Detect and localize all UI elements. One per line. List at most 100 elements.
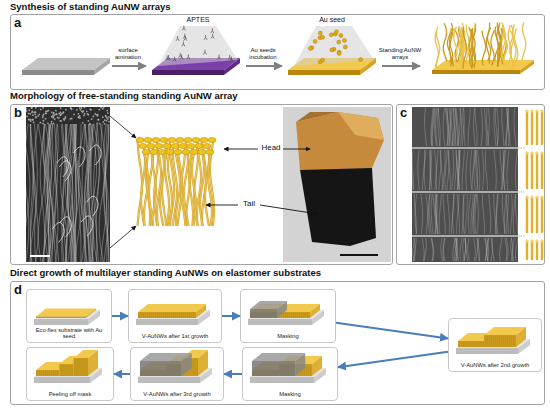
sem-texture [45,112,47,114]
gold-film [338,112,384,140]
nanowire-texture [305,313,306,318]
sem-texture [476,150,478,190]
sem-texture [439,194,441,234]
connector-layer [222,316,240,317]
sem-texture [463,108,465,146]
sem-texture [463,194,465,234]
sem-texture [60,120,62,122]
sem-texture [454,108,456,146]
aptes-molecule [204,35,207,40]
sem-texture [436,150,438,190]
sem-texture [29,113,31,115]
nanowire-head [540,109,543,112]
sem-texture [429,194,431,234]
sem-texture [91,124,93,262]
nanowire-segment [541,241,543,259]
sem-texture [459,150,461,190]
nanowire-head [192,137,200,142]
sem-texture [432,238,434,261]
nanowire-texture [80,359,81,376]
nanowire-texture [177,313,178,318]
slab-side [88,350,98,376]
aptes-molecule [182,42,185,47]
nanowire-head [163,143,171,148]
sem-texture [45,118,47,120]
process-step: Masking [242,347,338,401]
nanowire [497,23,501,67]
nanowire-texture [189,313,190,318]
sem-texture [485,238,487,261]
section-heading: Morphology of free-standing standing AuN… [10,91,510,102]
dashed-leader [518,148,525,149]
nanowire-head [171,143,179,148]
nanowire-texture [153,313,154,318]
nanowire [454,27,457,64]
sem-texture [98,109,100,111]
aptes-molecule [173,57,176,62]
sem-texture [32,114,34,116]
sem-texture [106,110,108,112]
slab-front [140,361,182,376]
process-step: Eco-flex substrate with Au seed [26,289,112,343]
panel-box: dEco-flex substrate with Au seedV-AuNWs … [10,281,545,405]
sem-texture [52,117,54,119]
sem-texture [44,124,49,262]
section-heading: Synthesis of standing AuNW arrays [10,2,510,13]
nanowire-texture [149,313,150,318]
aptes-molecule [176,36,179,41]
slab-side [182,353,192,376]
sem-texture [516,194,518,234]
sem-texture [35,107,37,109]
sem-texture [28,119,30,121]
nanowire-segment [526,197,528,232]
nanowire-tail [192,152,196,226]
nanowire-texture [303,313,304,318]
sem-texture [58,113,60,115]
nanowire-head [203,143,211,148]
sem-texture [97,114,99,116]
sem-texture [429,150,431,190]
sem-texture [412,150,413,190]
nanowire-texture [147,313,148,318]
nanowire-head [198,149,206,154]
black-film [300,168,376,246]
sem-texture [33,124,38,262]
sem-texture [426,194,428,234]
nanowire-texture [505,336,506,347]
sem-texture [108,116,110,118]
slab-top [138,304,206,312]
sem-texture [105,115,107,117]
sem-texture [468,194,470,234]
sem-texture [443,108,445,146]
sem-texture [83,115,85,117]
sem-texture [47,124,52,262]
nanowire-texture [37,371,38,376]
layer-boundary [412,191,518,193]
sem-texture [414,194,416,234]
nanowire-tail [200,152,204,226]
sem-texture [473,194,475,234]
sem-texture [28,118,30,120]
au-seed-dot [343,38,347,42]
nanowire-head [155,143,163,148]
sem-texture [42,107,44,109]
nanowire-head [525,239,528,242]
sem-texture [450,108,452,146]
sem-texture [106,124,108,262]
sem-texture [89,124,92,262]
sem-texture [46,110,48,112]
nanowire-texture [55,371,56,376]
step-illustration [250,353,326,383]
sem-texture [432,108,434,146]
sem-texture [92,116,94,118]
mask-layer [250,301,287,318]
sem-texture [486,108,488,146]
sem-texture [485,150,487,190]
sem-texture [53,122,55,124]
nanowire-head [540,195,543,198]
sem-texture [57,157,69,177]
nanowire-segment [531,153,533,188]
slab-front [250,377,314,383]
sem-texture [418,150,420,190]
